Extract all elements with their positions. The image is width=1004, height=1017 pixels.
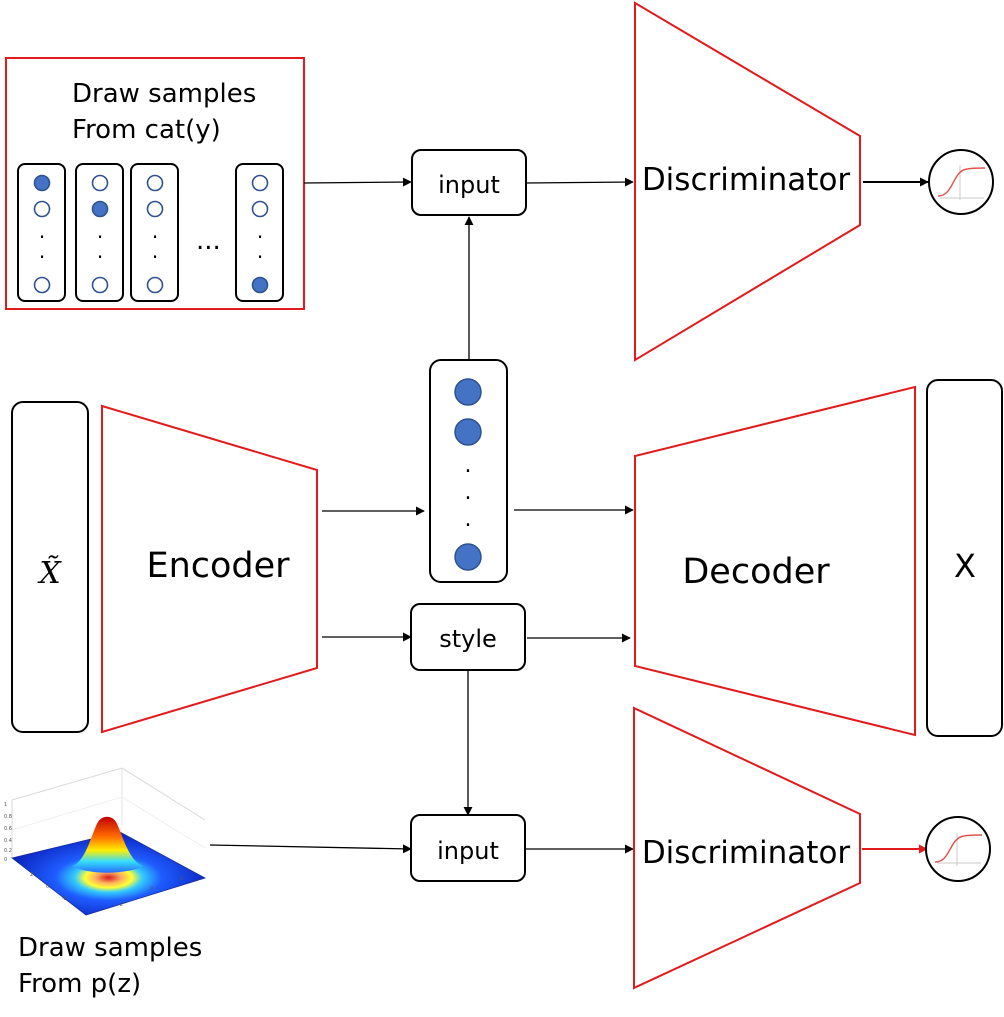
svg-text:0: 0 [4,857,7,863]
one-hot-dot: . [97,239,103,263]
svg-text:2: 2 [30,872,33,878]
svg-text:0.6: 0.6 [4,826,12,832]
one-hot-dot: . [152,239,158,263]
one-hot-node-empty [251,200,269,218]
top-input-label: input [438,171,500,199]
latent-dot: . [465,507,472,532]
one-hot-column [130,163,179,302]
arrow-samples-to-input [303,177,412,187]
one-hot-dot: . [152,219,158,243]
latent-dot: . [465,453,472,478]
bottom-input-label: input [437,837,499,865]
output-border [926,379,1003,737]
latent-node [454,418,482,446]
one-hot-dot: . [257,239,263,263]
decoder-label: Decoder [682,552,830,592]
style-label: style [439,625,497,653]
latent-vector: . . . [429,359,508,583]
one-hot-node-empty [91,174,109,192]
svg-text:0.4: 0.4 [4,838,12,844]
svg-text:0: 0 [46,884,49,890]
svg-text:1: 1 [4,802,7,808]
one-hot-node-filled [251,276,269,294]
arrow-gaussian-to-input [209,844,412,854]
noisy-input-box: X̃ [11,401,89,733]
bottom-discriminator-shape [633,706,861,990]
encoder: Encoder [101,404,318,734]
one-hot-column [235,163,284,302]
one-hot-dot: . [39,219,45,243]
svg-text:0.8: 0.8 [4,814,12,820]
sigmoid-icon [925,816,991,882]
one-hot-node-empty [146,200,164,218]
noisy-input-border [11,401,89,733]
top-discriminator: Discriminator [634,1,861,362]
one-hot-column [75,163,124,302]
style-box: style [410,603,526,671]
noisy-input-label: X̃ [37,556,62,591]
one-hot-node-empty [91,276,109,294]
bottom-input-border [410,814,526,882]
output-label: X [954,547,976,585]
one-hot-dot: . [257,219,263,243]
svg-text:0.2: 0.2 [4,848,12,854]
categorical-title-line1: Draw samples [72,79,256,109]
categorical-sample-box: Draw samples From cat(y) ........ ... [5,57,305,310]
top-discriminator-label: Discriminator [642,162,851,198]
one-hot-dot: . [39,239,45,263]
one-hot-node-filled [33,174,51,192]
latent-node [454,378,482,406]
encoder-shape [101,404,318,734]
one-hot-column [17,163,66,302]
bottom-discriminator-label: Discriminator [642,835,851,871]
latent-dot: . [465,480,472,505]
svg-text:0: 0 [150,886,153,892]
decoder: Decoder [634,385,916,737]
bottom-input-box: input [410,814,526,882]
one-hot-node-empty [33,200,51,218]
one-hot-columns: ........ [17,163,284,302]
top-discriminator-shape [634,1,861,362]
one-hot-node-empty [251,174,269,192]
sigmoid-icon [928,149,994,215]
one-hot-dot: . [97,219,103,243]
top-input-box: input [411,149,527,216]
decoder-shape [634,385,916,737]
gaussian-caption-line2: From p(z) [18,969,141,999]
one-hot-node-empty [146,174,164,192]
one-hot-node-empty [146,276,164,294]
svg-text:-2: -2 [62,896,67,902]
svg-text:-2: -2 [118,902,123,908]
svg-text:2: 2 [180,876,183,882]
categorical-box-border [5,57,305,310]
encoder-label: Encoder [146,546,290,586]
categorical-title-line2: From cat(y) [72,115,221,145]
one-hot-node-filled [91,200,109,218]
one-hot-node-empty [33,276,51,294]
latent-node [454,543,482,571]
gaussian-surface-icon: 1 0.8 0.6 0.4 0.2 0 2 0 -2 0 2 -2 [4,767,207,916]
bottom-discriminator: Discriminator [633,706,861,990]
output-box: X [926,379,1003,737]
gaussian-caption-line1: Draw samples [18,933,202,963]
arrow-input-to-discriminator-top [525,177,634,187]
columns-ellipsis: ... [196,226,221,256]
